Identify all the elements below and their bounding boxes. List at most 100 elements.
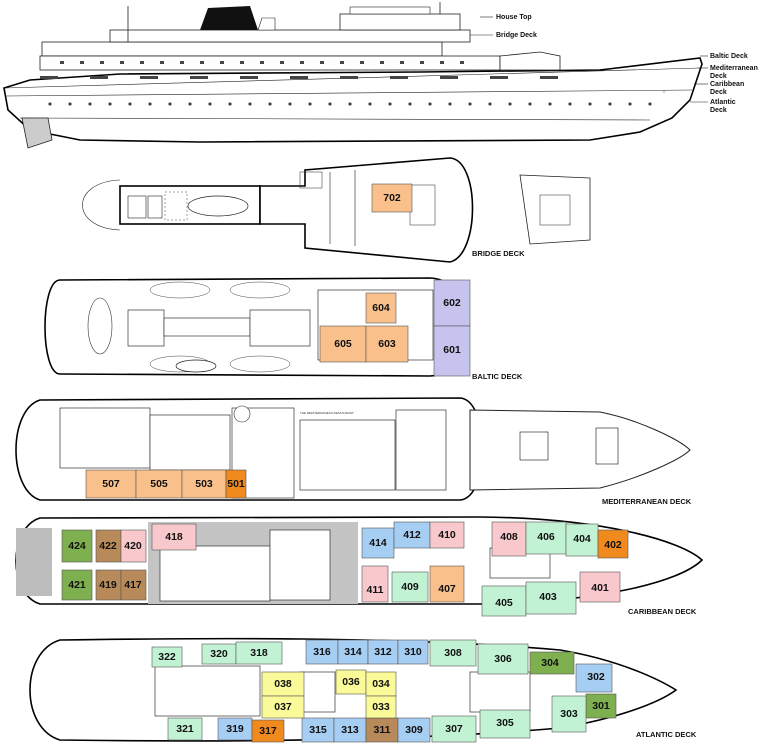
caribbean-deck-name: CARIBBEAN DECK — [628, 607, 697, 616]
cabin-036-label: 036 — [342, 676, 360, 688]
cabin-401 — [579, 571, 621, 603]
cabin-407-label: 407 — [438, 583, 456, 595]
cabin-601 — [433, 325, 471, 377]
cabin-417 — [120, 569, 147, 601]
cabin-424 — [61, 529, 93, 563]
cabin-401-label: 401 — [591, 582, 609, 594]
label-baltic-deck: Baltic Deck — [710, 53, 748, 60]
bridge-deck-name: BRIDGE DECK — [472, 249, 525, 258]
cabin-418 — [151, 523, 197, 551]
funnel — [200, 6, 258, 30]
cabin-310-label: 310 — [404, 646, 422, 658]
cabin-505-label: 505 — [150, 478, 168, 490]
cabin-308-label: 308 — [444, 647, 462, 659]
cabin-411 — [361, 565, 389, 603]
cabin-309-label: 309 — [405, 724, 423, 736]
mediterranean-deck-plan: THE MEDITERRANEAN RESTAURANT 507 505 503… — [15, 397, 692, 506]
cabin-037 — [261, 695, 305, 719]
cabin-301 — [585, 693, 617, 719]
cabin-304 — [529, 651, 575, 675]
cabin-414 — [361, 527, 395, 559]
cabin-505 — [135, 469, 183, 499]
cabin-405-label: 405 — [495, 597, 513, 609]
cabin-318-label: 318 — [250, 647, 268, 659]
cabin-405 — [481, 585, 527, 617]
cabin-421-label: 421 — [68, 579, 86, 591]
cabin-507 — [85, 469, 137, 499]
cabin-306 — [477, 643, 529, 675]
cabin-322 — [151, 646, 183, 668]
cabin-408-label: 408 — [500, 531, 518, 543]
cabin-321-label: 321 — [176, 723, 194, 735]
cabin-315-label: 315 — [309, 724, 327, 736]
cabin-419-label: 419 — [99, 579, 117, 591]
cabin-503-label: 503 — [195, 478, 213, 490]
cabin-422-label: 422 — [99, 540, 117, 552]
cabin-303-label: 303 — [560, 708, 578, 720]
cabin-501-label: 501 — [227, 478, 245, 490]
cabin-603 — [365, 325, 409, 363]
cabin-034 — [365, 671, 397, 697]
bridge-deck-plan: 702 BRIDGE DECK — [82, 157, 591, 263]
cabin-410 — [429, 521, 465, 549]
cabin-305-label: 305 — [496, 717, 514, 729]
baltic-deck-name: BALTIC DECK — [472, 372, 523, 381]
cabin-402-label: 402 — [604, 539, 622, 551]
cabin-312-label: 312 — [374, 646, 392, 658]
mediterranean-deck-name: MEDITERRANEAN DECK — [602, 497, 692, 506]
cabin-414-label: 414 — [369, 537, 387, 549]
cabin-313 — [333, 717, 367, 743]
cabin-702-label: 702 — [383, 192, 401, 204]
cabin-507-label: 507 — [102, 478, 120, 490]
cabin-317-label: 317 — [259, 725, 277, 737]
profile-hull — [3, 57, 703, 143]
atlantic-deck-name: ATLANTIC DECK — [636, 730, 697, 739]
cabin-402 — [597, 529, 629, 559]
cabin-306-label: 306 — [494, 653, 512, 665]
cabin-605-label: 605 — [334, 338, 352, 350]
cabin-321 — [167, 717, 203, 741]
label-bridge-deck: Bridge Deck — [496, 32, 537, 39]
cabin-602-label: 602 — [443, 297, 461, 309]
cabin-409-label: 409 — [401, 581, 419, 593]
cabin-417-label: 417 — [124, 579, 142, 591]
cabin-702 — [371, 183, 413, 213]
cabin-313-label: 313 — [341, 724, 359, 736]
cabin-421 — [61, 569, 93, 601]
cabin-037-label: 037 — [274, 701, 292, 713]
svg-text:⚓: ⚓ — [662, 89, 666, 93]
cabin-304-label: 304 — [541, 657, 559, 669]
cabin-424-label: 424 — [68, 540, 86, 552]
cabin-602 — [433, 279, 471, 327]
cabin-410-label: 410 — [438, 529, 456, 541]
cabin-601-label: 601 — [443, 344, 461, 356]
cabin-603-label: 603 — [378, 338, 396, 350]
cabin-411-label: 411 — [367, 584, 384, 596]
cabin-302-label: 302 — [587, 671, 605, 683]
cabin-420-label: 420 — [124, 540, 142, 552]
cabin-501 — [225, 469, 247, 499]
cabin-305 — [479, 709, 531, 739]
cabin-034-label: 034 — [372, 678, 390, 690]
cabin-315 — [301, 717, 335, 743]
label-house-top: House Top — [496, 14, 532, 21]
cabin-419 — [95, 569, 122, 601]
cabin-316-label: 316 — [313, 646, 331, 658]
cabin-317 — [251, 719, 285, 743]
cabin-033-label: 033 — [372, 701, 390, 713]
cabin-404 — [565, 523, 599, 557]
cabin-407 — [429, 565, 465, 603]
cabin-303 — [551, 695, 587, 733]
cabin-318 — [235, 641, 283, 665]
cabin-418-label: 418 — [165, 531, 183, 543]
cabin-320-label: 320 — [210, 648, 228, 660]
propeller — [21, 117, 53, 149]
restaurant-label: THE MEDITERRANEAN RESTAURANT — [300, 411, 354, 415]
cabin-412-label: 412 — [403, 529, 421, 541]
cabin-322-label: 322 — [158, 651, 176, 663]
cabin-404-label: 404 — [573, 533, 591, 545]
cabin-307-label: 307 — [445, 723, 463, 735]
